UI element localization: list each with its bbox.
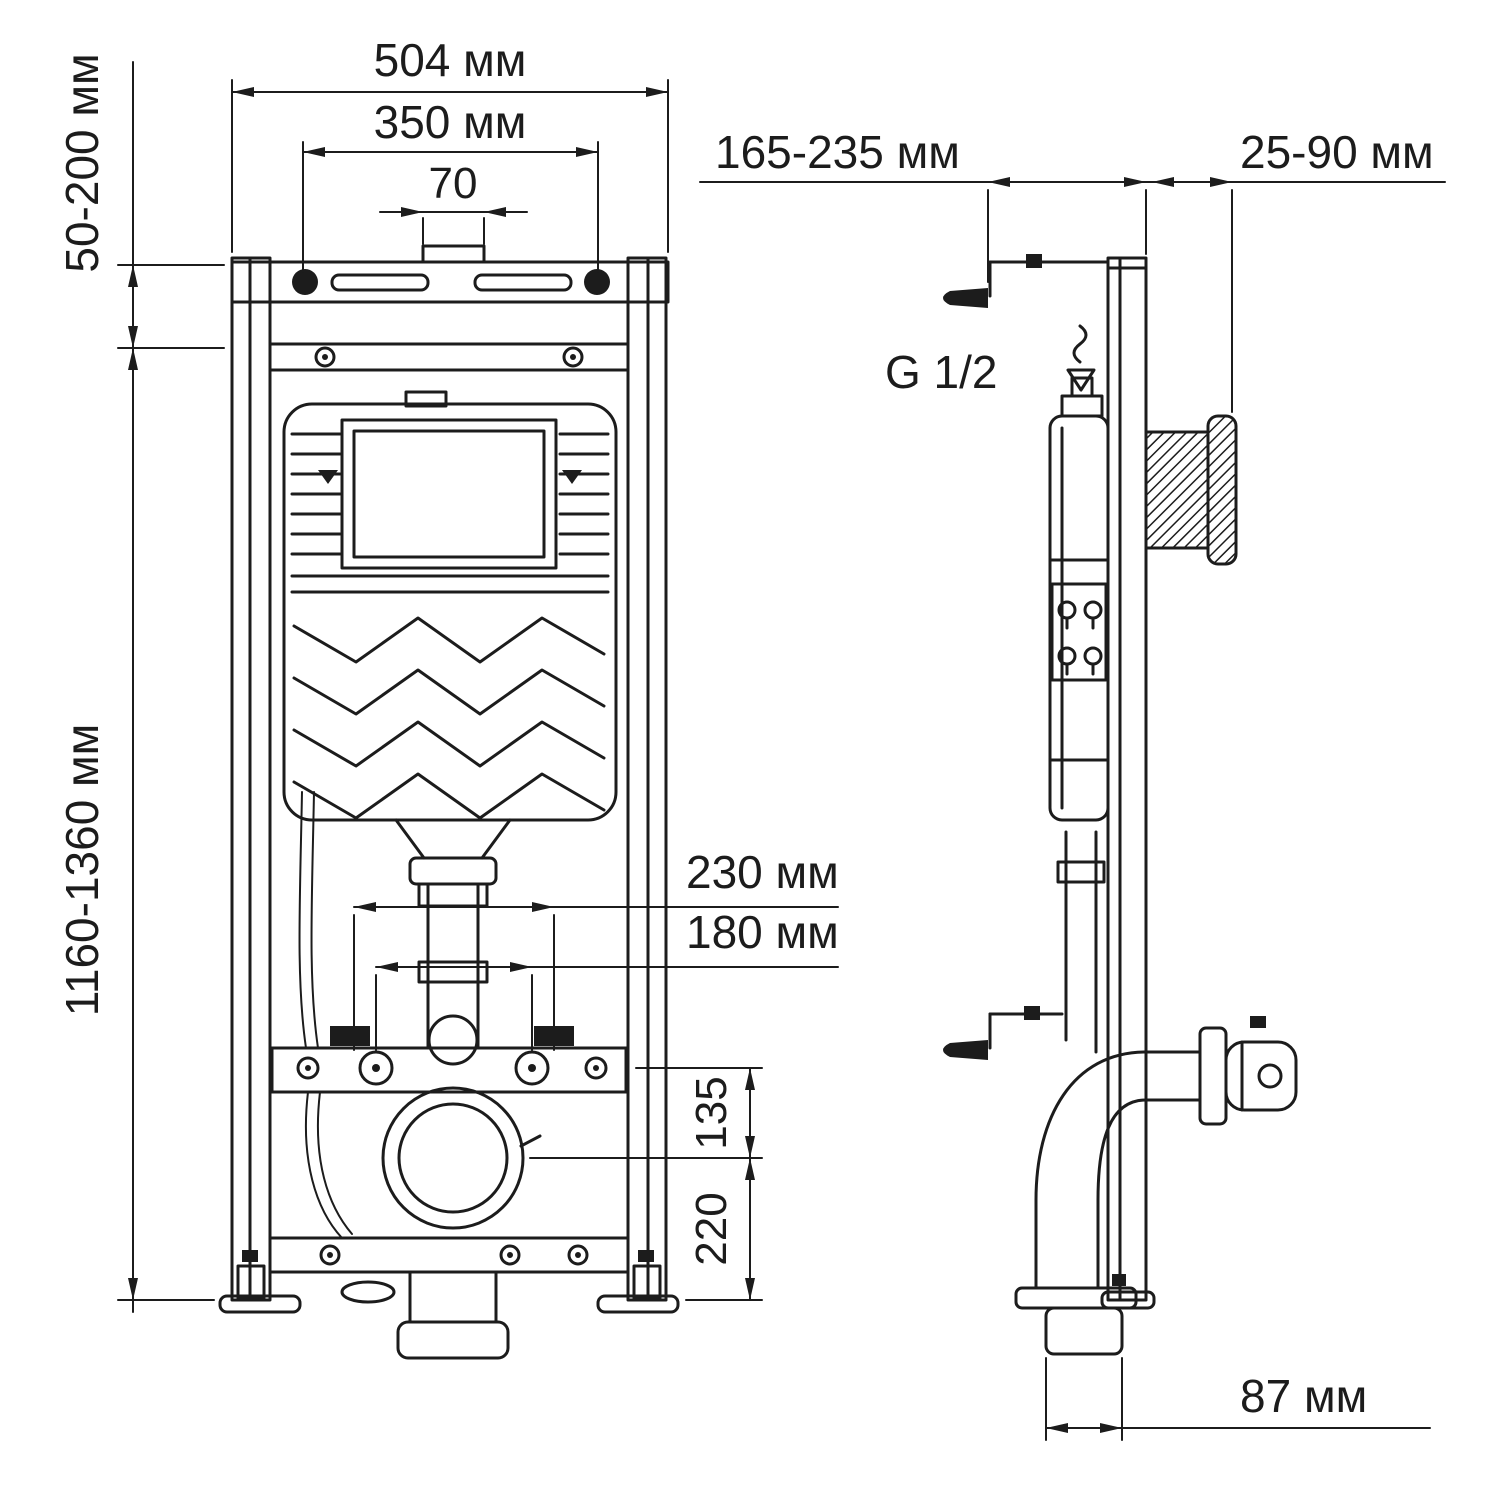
dim-504: 504 мм: [374, 34, 527, 86]
flush-water-icon: [1066, 324, 1096, 392]
side-outlet-flange: [1144, 1016, 1298, 1126]
side-bottom: [1014, 1286, 1138, 1356]
dimensions: 504 мм 350 мм 70: [56, 34, 1446, 1441]
dim-165-235: 165-235 мм: [715, 126, 960, 178]
dim-230-group: [353, 902, 839, 1051]
marker-triangle-right: [562, 470, 582, 484]
dim-left-group: [117, 61, 225, 1313]
dim-135: 135: [687, 1076, 736, 1149]
side-view: [943, 254, 1298, 1356]
flush-pipe: [417, 882, 489, 1066]
dim-350-group: [302, 141, 599, 273]
dim-1160-1360: 1160-1360 мм: [56, 724, 108, 1017]
cistern-slats: [290, 432, 610, 556]
dim-depth-group: [699, 177, 1446, 413]
cistern-waves: [292, 616, 606, 820]
supply-hose: [298, 791, 353, 1239]
marker-triangle-left: [318, 470, 338, 484]
top-crossbar: [230, 244, 670, 304]
side-cistern: [1048, 414, 1110, 822]
tap-icon-bottom: [943, 1040, 988, 1060]
adjustable-feet: [218, 1264, 680, 1314]
dim-350: 350 мм: [374, 96, 527, 148]
lower-crossbar: [242, 1236, 654, 1304]
waste-outlet: [381, 1086, 542, 1230]
dim-87-group: [1045, 1357, 1431, 1441]
water-supply-top: [943, 254, 1110, 418]
dim-87: 87 мм: [1240, 1370, 1367, 1422]
upper-member: [268, 342, 630, 372]
flush-plate-block: [1144, 414, 1238, 566]
side-pipes: [1034, 830, 1148, 1290]
dim-220: 220: [687, 1192, 736, 1265]
dim-135-220-group: [529, 1067, 763, 1301]
frame-rails: [230, 256, 668, 1302]
side-profile: [1100, 256, 1156, 1310]
dim-70-group: [379, 207, 528, 245]
dim-230: 230 мм: [686, 846, 839, 898]
bottom-outlet-pipe: [396, 1270, 510, 1360]
cistern: [282, 390, 618, 886]
front-view: [218, 244, 680, 1360]
mounting-bracket: [270, 1026, 628, 1094]
tap-icon-top: [943, 288, 988, 308]
dim-504-group: [231, 79, 669, 253]
water-supply-bottom: [943, 1006, 1064, 1060]
dim-70: 70: [429, 159, 478, 208]
dim-25-90: 25-90 мм: [1240, 126, 1434, 178]
label-g12: G 1/2: [885, 346, 998, 398]
dim-180-group: [375, 962, 839, 1051]
dim-50-200: 50-200 мм: [56, 53, 108, 272]
dim-180: 180 мм: [686, 906, 839, 958]
